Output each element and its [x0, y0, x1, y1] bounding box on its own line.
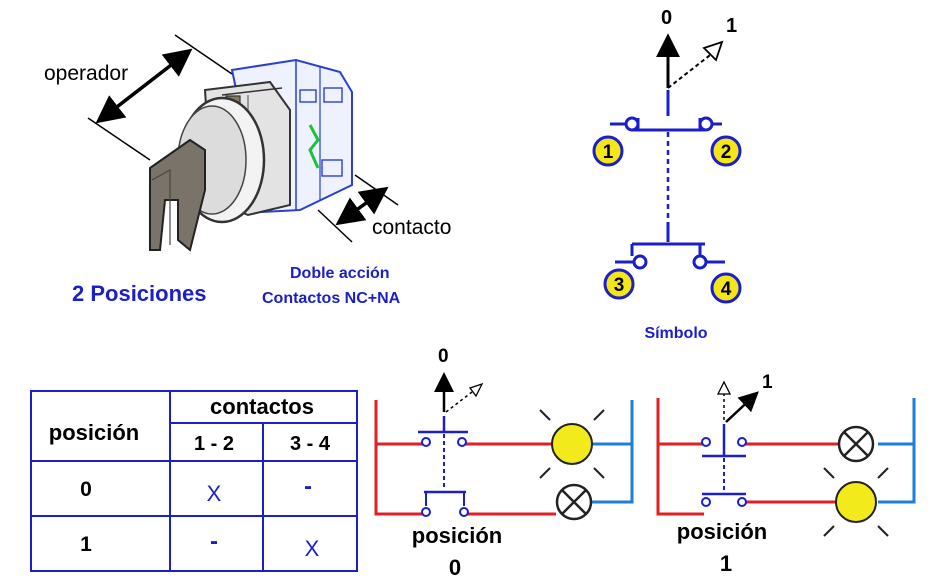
action-label: Doble acción	[290, 265, 390, 282]
symbol-pos1-label: 1	[726, 15, 737, 37]
terminal-4-label: 4	[721, 279, 732, 300]
terminal-4	[710, 272, 742, 304]
operator-label: operador	[44, 62, 128, 85]
circuit-0-top-label: 0	[438, 346, 449, 367]
truth-table	[30, 390, 358, 572]
table-row-1-c12: -	[210, 528, 218, 555]
switch-symbol	[592, 33, 742, 304]
table-header-position: posición	[49, 420, 139, 445]
table-row-0-c12: X	[207, 481, 222, 506]
table-row-1-position: 1	[80, 533, 92, 556]
symbol-pos0-label: 0	[661, 7, 672, 29]
contacts-type-label: Contactos NC+NA	[262, 290, 401, 307]
table-col-34: 3 - 4	[290, 433, 331, 455]
terminal-2-label: 2	[721, 142, 732, 163]
contact-arrow	[335, 186, 389, 226]
lamp-off	[837, 425, 875, 463]
terminal-1	[592, 135, 624, 167]
operator-arrow	[95, 48, 193, 124]
table-row-0-c34: -	[304, 473, 312, 500]
terminal-1-label: 1	[603, 142, 614, 163]
circuit-position-0	[374, 372, 634, 521]
terminal-2	[710, 135, 742, 167]
pos1-arrow	[667, 51, 715, 89]
lamp-off	[555, 483, 593, 521]
contact-label: contacto	[372, 216, 451, 239]
circuit-1-position: 1	[720, 551, 732, 576]
lamp-on	[823, 467, 889, 537]
table-header-contacts: contactos	[210, 394, 314, 419]
terminal-3-label: 3	[614, 275, 625, 296]
symbol-caption: Símbolo	[644, 325, 707, 342]
circuit-1-top-label: 1	[762, 372, 773, 393]
table-row-0-position: 0	[80, 478, 92, 501]
circuit-0-position: 0	[449, 555, 461, 580]
positions-label: 2 Posiciones	[72, 281, 207, 306]
lamp-on	[539, 409, 605, 479]
circuit-position-1	[656, 380, 916, 537]
selector-switch-illustration	[87, 34, 399, 252]
circuit-1-caption: posición	[677, 519, 767, 544]
selector-knob	[149, 138, 206, 252]
table-col-12: 1 - 2	[194, 433, 234, 455]
table-row-1-c34: X	[305, 536, 320, 561]
terminal-3	[603, 268, 635, 300]
circuit-0-caption: posición	[412, 523, 502, 548]
